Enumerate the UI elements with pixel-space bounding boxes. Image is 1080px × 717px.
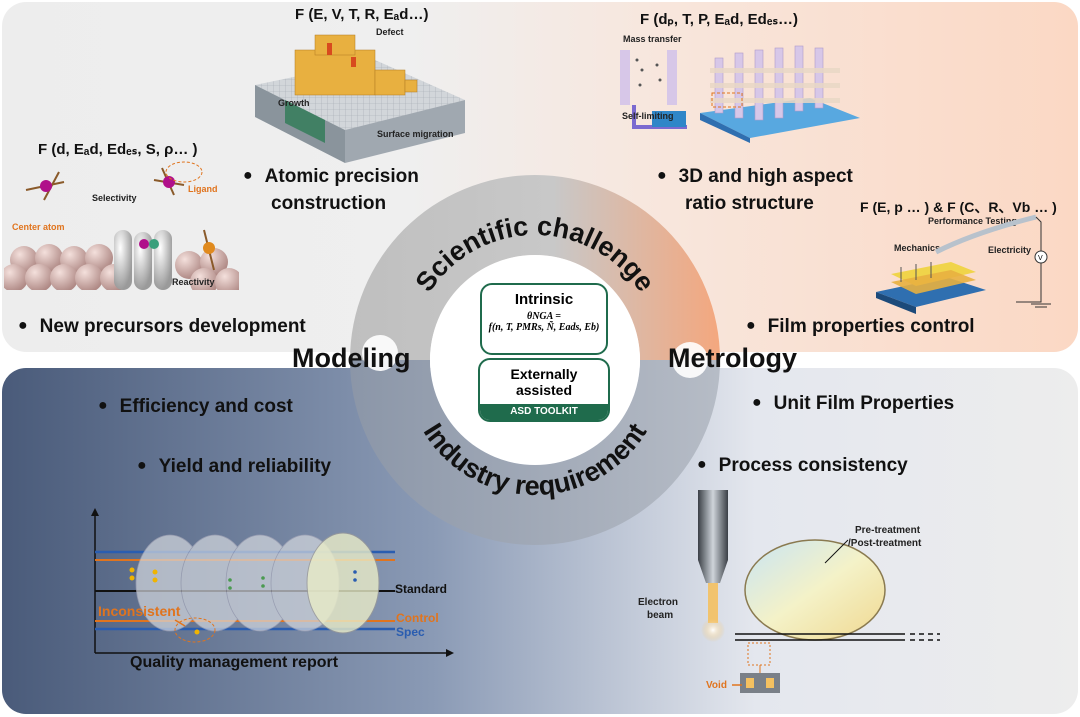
asd-toolkit-label: ASD TOOLKIT: [480, 404, 608, 420]
externally-line1: Externally: [510, 366, 578, 382]
selectivity-label: Selectivity: [92, 193, 137, 203]
bullet-atomic-precision: Atomic precision: [243, 166, 419, 188]
bullet-unit-film: Unit Film Properties: [752, 393, 955, 415]
reactivity-label: Reactivity: [172, 277, 215, 287]
modeling-label: Modeling: [292, 343, 411, 373]
electron-beam-line1: Electron: [638, 597, 679, 608]
intrinsic-equation-line2: f(n, T, PMRs, Ñ, Eads, Eb): [488, 322, 600, 333]
pre-treatment-line2: /Post-treatment: [848, 538, 922, 549]
film-test-illustration: V: [876, 214, 1051, 314]
mass-transfer-illustration: [620, 50, 687, 129]
self-limiting-label: Self-limiting: [622, 111, 674, 121]
bullet-3d-structure-line2: ratio structure: [685, 193, 814, 214]
externally-line2: assisted: [515, 382, 573, 398]
metrology-label: Metrology: [668, 343, 798, 373]
threed-structure-illustration: [700, 45, 860, 143]
standard-label: Standard: [395, 582, 448, 596]
bullet-new-precursors: New precursors development: [18, 316, 306, 338]
quality-chart: [91, 508, 454, 657]
electron-beam-line2: beam: [647, 610, 674, 621]
void-label: Void: [706, 680, 727, 691]
process-illustration: [698, 490, 940, 693]
mass-transfer-label: Mass transfer: [623, 34, 682, 44]
bullet-efficiency: Efficiency and cost: [98, 396, 293, 418]
bullet-film-properties: Film properties control: [746, 316, 975, 338]
growth-label: Growth: [278, 98, 310, 108]
bullet-atomic-precision-line2: construction: [271, 193, 387, 214]
svg-text:V: V: [1038, 255, 1043, 262]
intrinsic-title: Intrinsic: [514, 291, 574, 308]
externally-assisted-box: Externally assisted ASD TOOLKIT: [478, 358, 610, 422]
bullet-process-consistency: Process consistency: [697, 455, 908, 477]
performance-testing-label: Performance Testing: [928, 216, 1017, 226]
precursor-illustration: [4, 161, 239, 290]
precursor-formula: F (d, Eₐd, Edₑₛ, S, ρ… ): [38, 141, 198, 158]
intrinsic-box: Intrinsic θNGA = f(n, T, PMRs, Ñ, Eads, …: [480, 283, 608, 355]
quality-report-title: Quality management report: [130, 654, 339, 671]
atomic-formula: F (E, V, T, R, Eₐd…): [295, 6, 429, 23]
bullet-yield: Yield and reliability: [137, 456, 331, 478]
threed-formula: F (dₚ, T, P, Eₐd, Edₑₛ…): [640, 11, 799, 28]
film-formula: F (E, p … ) & F (C、R、Vb … ): [860, 199, 1057, 215]
center-atom-label: Center atom: [12, 222, 65, 232]
defect-label: Defect: [376, 27, 404, 37]
mechanics-label: Mechanics: [894, 243, 941, 253]
electricity-label: Electricity: [988, 245, 1032, 255]
pre-treatment-line1: Pre-treatment: [855, 525, 921, 536]
ligand-label: Ligand: [188, 184, 218, 194]
surface-migration-label: Surface migration: [377, 129, 454, 139]
spec-label: Spec: [396, 625, 425, 639]
control-label: Control: [396, 611, 439, 625]
atomic-illustration: [255, 34, 465, 163]
bullet-3d-structure: 3D and high aspect: [657, 166, 853, 188]
inconsistent-label: Inconsistent: [98, 603, 181, 619]
intrinsic-equation-line1: θNGA =: [527, 311, 561, 322]
